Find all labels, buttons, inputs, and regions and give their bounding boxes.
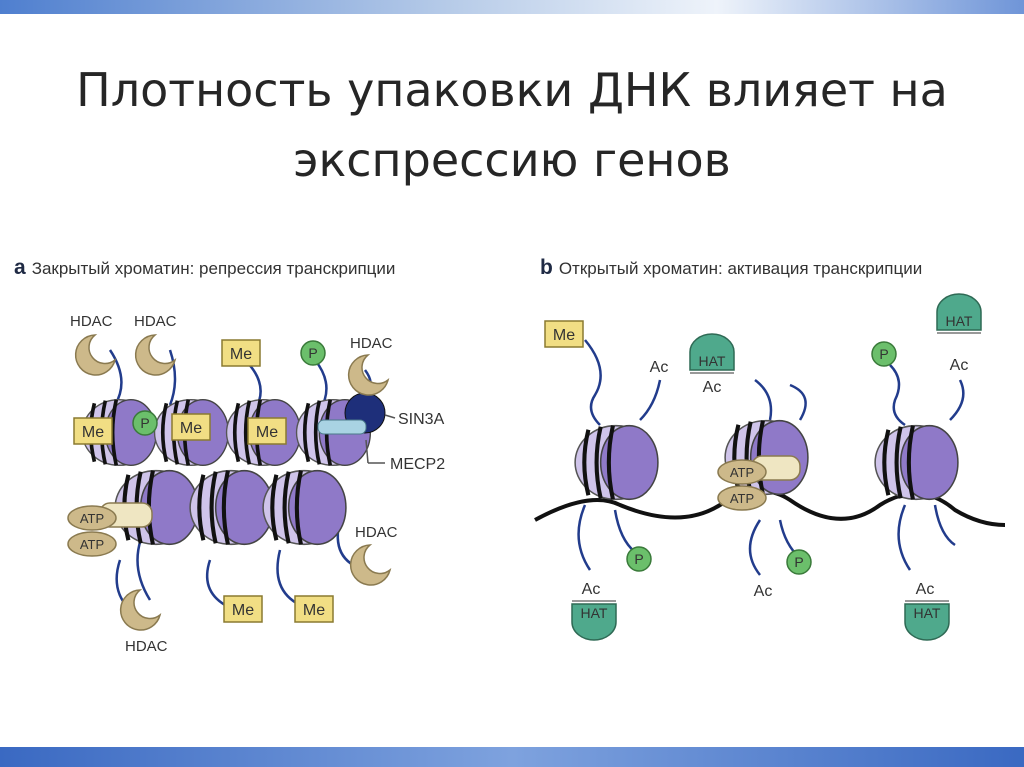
label-sin3a: SIN3A — [398, 411, 445, 428]
label-ac: Ac — [582, 581, 601, 598]
label-hdac: HDAC — [70, 313, 113, 330]
label-hat: HAT — [581, 605, 608, 621]
panel-b-diagram: Me HAT HAT HAT HAT Ac Ac Ac Ac Ac Ac P P… — [535, 294, 1005, 640]
label-atp: ATP — [80, 537, 104, 552]
label-p: P — [140, 415, 149, 431]
hdac-icon — [351, 545, 390, 585]
label-me: Me — [553, 327, 575, 344]
bottom-decor-bar — [0, 747, 1024, 767]
label-atp: ATP — [730, 465, 754, 480]
label-me: Me — [256, 424, 278, 441]
label-hdac: HDAC — [355, 524, 398, 541]
label-p: P — [794, 554, 803, 570]
label-p: P — [308, 345, 317, 361]
label-hdac: HDAC — [125, 638, 168, 655]
label-hdac: HDAC — [134, 313, 177, 330]
hdac-icon — [121, 590, 160, 630]
label-mecp2: MECP2 — [390, 456, 445, 473]
label-p: P — [879, 346, 888, 362]
label-ac: Ac — [650, 359, 669, 376]
label-atp: ATP — [730, 491, 754, 506]
hdac-icon — [136, 335, 175, 375]
label-me: Me — [232, 602, 254, 619]
label-ac: Ac — [916, 581, 935, 598]
hdac-icon — [76, 335, 115, 375]
label-ac: Ac — [754, 583, 773, 600]
label-ac: Ac — [703, 379, 722, 396]
mecp2-protein — [318, 420, 366, 434]
panel-a-diagram: HDAC HDAC HDAC HDAC HDAC SIN3A MECP2 Me … — [68, 313, 445, 655]
label-hat: HAT — [914, 605, 941, 621]
label-hdac: HDAC — [350, 335, 393, 352]
label-me: Me — [230, 346, 252, 363]
label-atp: ATP — [80, 511, 104, 526]
label-me: Me — [82, 424, 104, 441]
label-hat: HAT — [946, 313, 973, 329]
label-me: Me — [180, 420, 202, 437]
label-me: Me — [303, 602, 325, 619]
label-p: P — [634, 551, 643, 567]
label-hat: HAT — [699, 353, 726, 369]
label-ac: Ac — [950, 357, 969, 374]
